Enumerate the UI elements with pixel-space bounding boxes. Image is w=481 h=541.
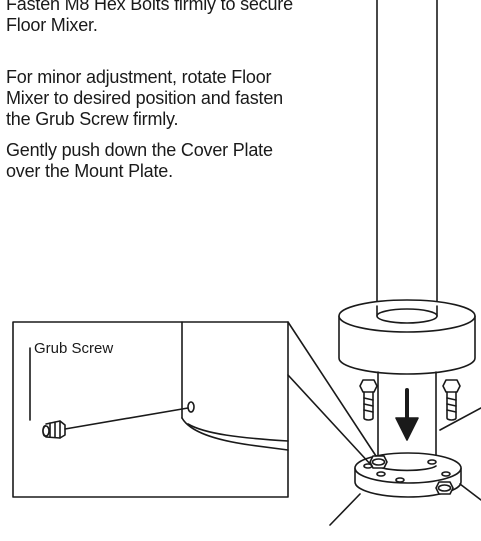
hex-bolt-icon — [359, 379, 378, 421]
cover-plate — [338, 299, 476, 375]
instruction-fasten-bolts: Fasten M8 Hex Bolts firmly to secure Flo… — [6, 0, 293, 35]
hex-bolt-icon — [435, 481, 454, 495]
mixer-pipe — [376, 0, 438, 307]
grub-screw-icon — [42, 407, 189, 439]
instruction-minor-adjustment: For minor adjustment, rotate Floor Mixer… — [6, 67, 283, 129]
floor-lines — [329, 407, 481, 526]
callout-box — [12, 321, 377, 498]
grub-screw-label: Grub Screw — [34, 340, 114, 357]
callout-pipe-detail — [181, 321, 289, 451]
hex-bolt-icon — [442, 379, 461, 421]
instruction-push-cover-plate: Gently push down the Cover Plate over th… — [6, 140, 273, 181]
down-arrow-icon — [395, 388, 419, 441]
hex-bolt-icon — [369, 455, 388, 469]
